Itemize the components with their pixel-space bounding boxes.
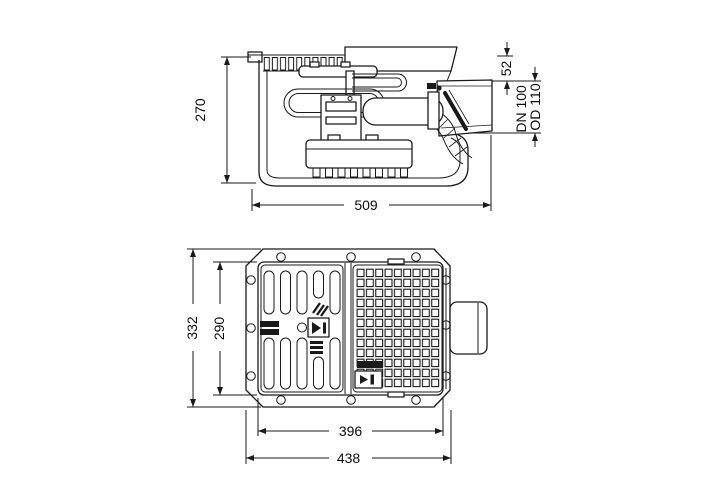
motor-block <box>305 134 413 178</box>
hose-loop-upper <box>352 73 407 92</box>
dimension-290: 290 <box>211 261 257 396</box>
dimension-52: 52 <box>497 42 514 95</box>
grid-panel <box>352 264 443 393</box>
dimension-332: 332 <box>184 248 261 408</box>
brand-plate-right <box>357 361 383 368</box>
lift-hole <box>297 322 307 333</box>
dimension-270: 270 <box>192 56 256 184</box>
pump-assembly <box>283 61 444 178</box>
dimension-332-label: 332 <box>184 316 200 340</box>
side-section-view: 270 509 52 <box>192 42 543 213</box>
valve-lever <box>443 91 468 131</box>
logo-mark-right <box>354 370 383 389</box>
dimension-509: 509 <box>251 135 492 213</box>
dimension-438: 438 <box>245 410 452 466</box>
grate-panel <box>260 264 344 393</box>
outlet-stub <box>449 301 488 355</box>
grid-cells <box>356 268 440 388</box>
logo-mark-centre <box>307 302 330 354</box>
dimension-52-label: 52 <box>498 61 514 77</box>
dimension-396: 396 <box>257 398 444 439</box>
plan-view: 332 290 396 <box>184 248 488 466</box>
dimension-509-label: 509 <box>354 197 378 213</box>
dimension-396-label: 396 <box>339 423 363 439</box>
dimension-438-label: 438 <box>337 450 361 466</box>
dimension-270-label: 270 <box>192 98 208 122</box>
brand-plate-left <box>260 321 279 335</box>
dimension-290-label: 290 <box>211 317 227 341</box>
discharge-pipe <box>362 97 444 126</box>
dimension-outlet: DN 100 OD 110 <box>468 67 543 147</box>
dimension-outlet-label: DN 100 OD 110 <box>513 81 543 132</box>
